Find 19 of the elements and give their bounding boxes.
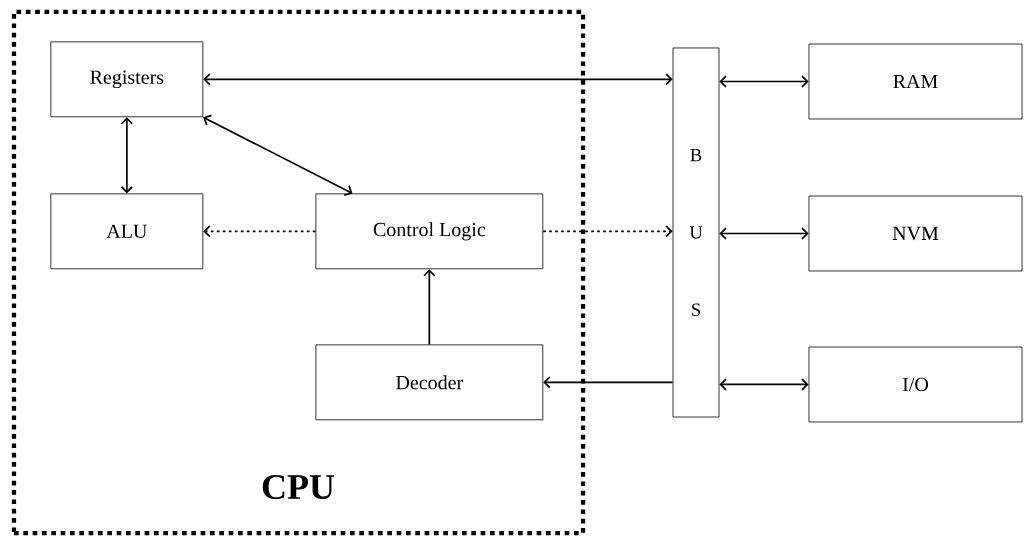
memory-box: RAM bbox=[808, 43, 1023, 120]
arrow bbox=[719, 75, 809, 88]
register-box: Registers bbox=[50, 41, 204, 118]
alu-box: ALU bbox=[50, 193, 204, 270]
arrow bbox=[719, 227, 809, 240]
arrow bbox=[203, 225, 317, 238]
control-box: Control Logic bbox=[315, 193, 544, 270]
decoder-box: Decoder bbox=[315, 344, 544, 421]
arrow bbox=[719, 378, 809, 391]
arrow bbox=[543, 376, 674, 389]
memory-box: NVM bbox=[808, 195, 1023, 272]
arrow bbox=[542, 225, 673, 238]
arrow bbox=[203, 73, 673, 86]
arrow bbox=[423, 269, 436, 346]
cpu-label: CPU bbox=[262, 474, 335, 500]
bus-bar: B U S bbox=[672, 47, 720, 418]
io-box: I/O bbox=[808, 346, 1023, 423]
arrow bbox=[120, 117, 134, 194]
arrow bbox=[203, 114, 353, 197]
